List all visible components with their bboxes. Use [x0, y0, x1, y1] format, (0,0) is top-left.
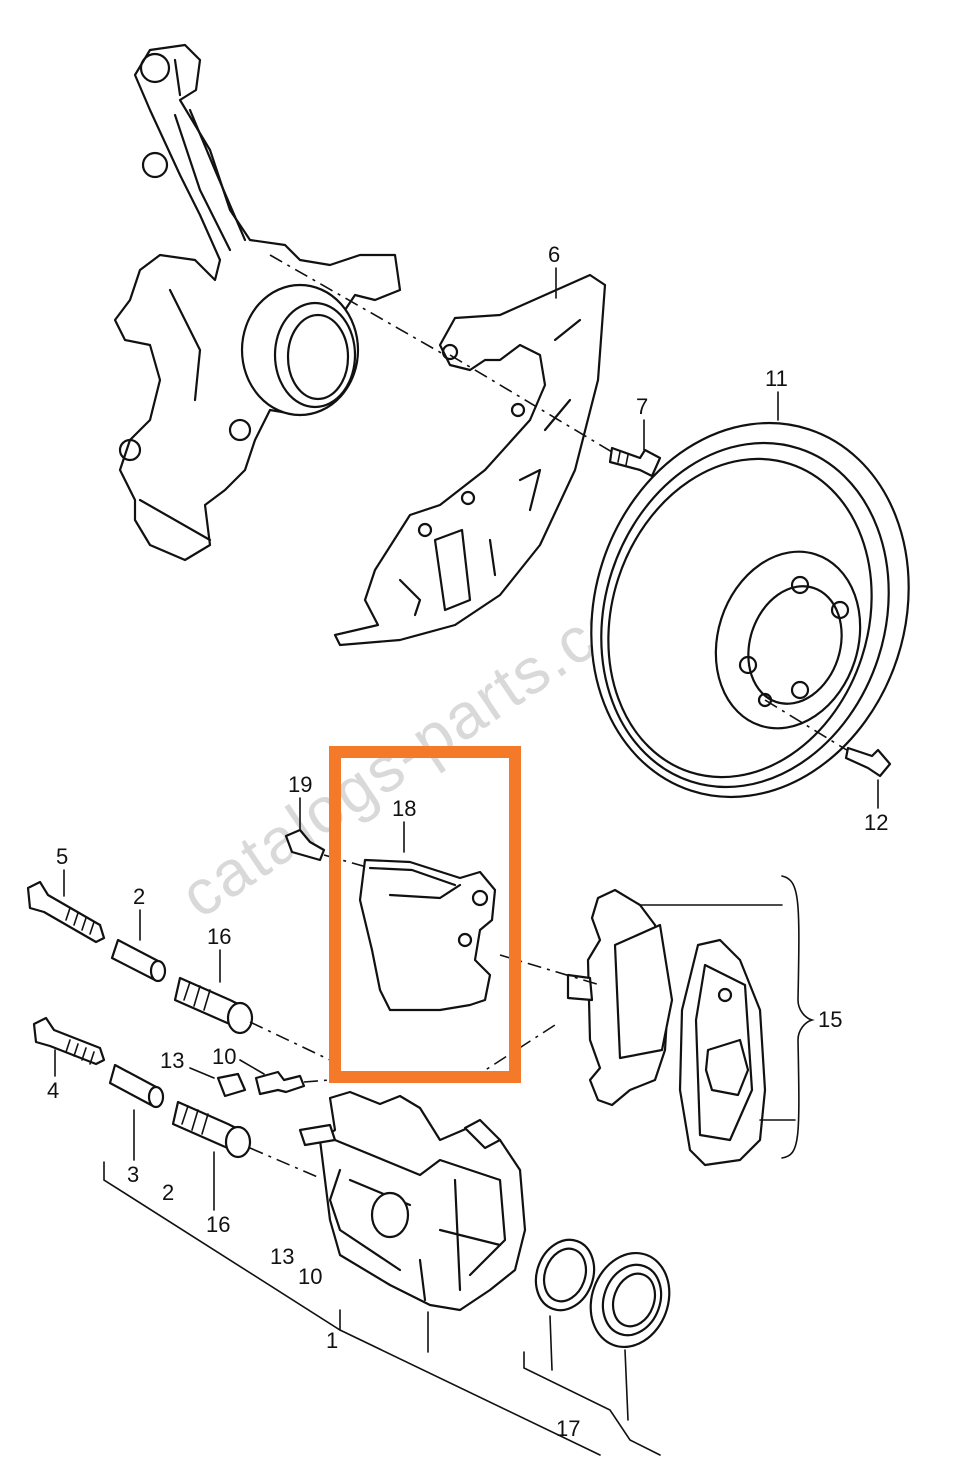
label-12: 12: [864, 810, 888, 835]
label-5: 5: [56, 844, 68, 869]
label-19: 19: [288, 772, 312, 797]
splash-shield-part-6[interactable]: [333, 273, 607, 647]
guide-bolt-part-5[interactable]: [26, 880, 106, 944]
axis-line-shield: [449, 354, 613, 453]
leader-lines: [54, 267, 879, 1456]
bush-part-16-lower[interactable]: [171, 1100, 252, 1159]
label-4: 4: [47, 1078, 59, 1103]
piston-seal-part-17[interactable]: [526, 1232, 603, 1319]
label-10-lower: 10: [298, 1264, 322, 1289]
brake-pad-inner-part-15[interactable]: [678, 938, 767, 1167]
bolt-part-7[interactable]: [608, 446, 662, 478]
axis-line-disc: [764, 699, 851, 753]
axis-line-bush-lower: [249, 1147, 321, 1179]
label-2-upper: 2: [133, 884, 145, 909]
label-13-upper: 13: [160, 1048, 184, 1073]
cap-part-13[interactable]: [216, 1072, 247, 1098]
brake-disc-part-11[interactable]: [544, 381, 956, 838]
screw-part-12[interactable]: [844, 746, 892, 778]
dust-boot-part-17[interactable]: [578, 1242, 682, 1358]
bush-part-16-upper[interactable]: [173, 976, 254, 1035]
axis-line-knuckle: [269, 254, 451, 359]
part-labels: 6 7 11 12 19 18 5 2 16 15 13 10 4 3 2 16…: [47, 242, 888, 1441]
brake-pad-outer-part-15[interactable]: [566, 888, 674, 1107]
label-1: 1: [326, 1328, 338, 1353]
label-6: 6: [548, 242, 560, 267]
label-10-upper: 10: [212, 1044, 236, 1069]
bleed-valve-part-10[interactable]: [254, 1070, 306, 1096]
label-16-upper: 16: [207, 924, 231, 949]
label-7: 7: [636, 394, 648, 419]
label-17: 17: [556, 1416, 580, 1441]
axis-line-valve: [303, 1079, 331, 1083]
caliper-housing-part-1[interactable]: [298, 1090, 527, 1312]
label-11: 11: [765, 366, 788, 391]
label-16-lower: 16: [206, 1212, 230, 1237]
sleeve-part-2-upper[interactable]: [110, 938, 167, 983]
sleeve-part-3-lower[interactable]: [108, 1063, 165, 1109]
axis-line-bush: [249, 1021, 331, 1061]
label-2-lower: 2: [162, 1180, 174, 1205]
label-13-lower: 13: [270, 1244, 294, 1269]
bolt-part-19[interactable]: [284, 828, 326, 862]
heat-shield-part-18[interactable]: [358, 858, 497, 1012]
label-18: 18: [392, 796, 416, 821]
label-3: 3: [127, 1162, 139, 1187]
steering-knuckle[interactable]: [113, 43, 402, 562]
guide-bolt-part-4[interactable]: [32, 1016, 106, 1066]
label-15: 15: [818, 1007, 842, 1032]
highlight-box-part-18: [329, 746, 521, 1083]
